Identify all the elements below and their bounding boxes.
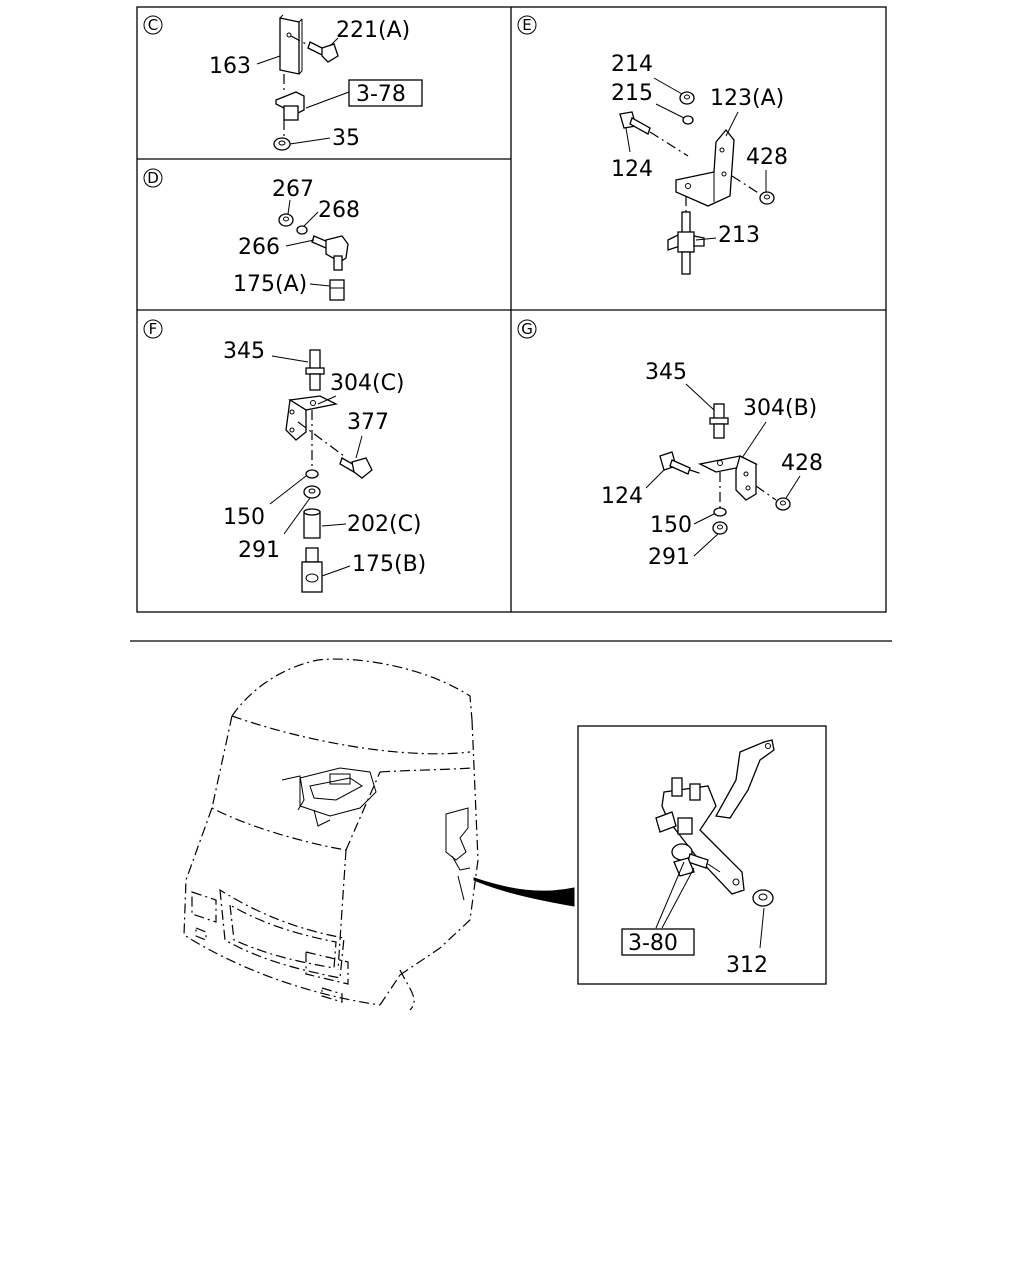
bolt-part-221a [290, 35, 339, 63]
bolt-part-124 [619, 111, 689, 157]
label-291: 291 [238, 538, 280, 563]
clamp-part [275, 74, 305, 136]
label-428: 428 [746, 145, 788, 170]
nut-part-291 [712, 521, 728, 535]
label-150: 150 [223, 505, 265, 530]
svg-text:F: F [149, 320, 158, 338]
washer-part-150 [305, 469, 319, 479]
union-part-175a [329, 279, 345, 301]
label-175b: 175(B) [352, 552, 426, 577]
bolt-part-377 [339, 457, 373, 479]
ref-box-3-80 [621, 928, 695, 956]
svg-text:E: E [522, 16, 531, 34]
panel-c: C 163 2 [143, 14, 423, 151]
label-266: 266 [238, 235, 280, 260]
label-345: 345 [223, 339, 265, 364]
label-163: 163 [209, 54, 251, 79]
bracket-part-304b [698, 455, 777, 508]
label-215: 215 [611, 81, 653, 106]
panel-f-letter: F [143, 319, 163, 339]
detail-pointer-arrow [473, 877, 575, 907]
fitting-part-175b [301, 547, 323, 593]
label-345: 345 [645, 360, 687, 385]
label-175a: 175(A) [233, 272, 307, 297]
detail-inset: 3-80 312 [577, 725, 827, 985]
label-ref-3-78[interactable]: 3-78 [356, 82, 406, 107]
label-377: 377 [347, 410, 389, 435]
label-124: 124 [601, 484, 643, 509]
label-312: 312 [726, 953, 768, 978]
svg-text:D: D [147, 169, 159, 187]
svg-text:G: G [521, 320, 533, 338]
panel-d: D 267 268 266 175(A) [143, 168, 360, 301]
bracket-part-163 [279, 14, 303, 75]
bracket-part-304c [285, 395, 345, 468]
label-202c: 202(C) [347, 512, 422, 537]
tee-fitting-part-266 [311, 235, 349, 271]
panel-e-letter: E [517, 15, 537, 35]
nut-part-428 [759, 191, 775, 205]
label-ref-3-80[interactable]: 3-80 [628, 931, 678, 956]
label-267: 267 [272, 177, 314, 202]
bracket-part-123a [675, 128, 761, 207]
label-213: 213 [718, 223, 760, 248]
panel-e: E [517, 15, 788, 275]
nut-part-291 [303, 485, 321, 499]
washer-part-215 [682, 115, 694, 125]
truck-cab-illustration [183, 658, 479, 1011]
stud-part-345 [709, 403, 729, 439]
label-428: 428 [781, 451, 823, 476]
nut-part-428 [775, 497, 791, 511]
panel-c-letter: C [143, 15, 163, 35]
panel-g: G 345 [517, 319, 823, 570]
svg-text:C: C [148, 16, 158, 34]
stud-part-345 [305, 349, 325, 391]
nut-part-35 [273, 137, 291, 151]
panel-grid [136, 6, 887, 613]
label-124: 124 [611, 157, 653, 182]
label-123a: 123(A) [710, 86, 784, 111]
bolt-part-124 [659, 451, 703, 475]
tee-fitting-part-213 [667, 196, 705, 275]
label-304b: 304(B) [743, 396, 817, 421]
label-304c: 304(C) [330, 371, 405, 396]
label-221a: 221(A) [336, 18, 410, 43]
washer-part-150 [713, 507, 727, 517]
label-150: 150 [650, 513, 692, 538]
panel-g-letter: G [517, 319, 537, 339]
label-214: 214 [611, 52, 653, 77]
sleeve-part-202c [303, 508, 321, 539]
label-268: 268 [318, 198, 360, 223]
nut-part-214 [679, 91, 695, 105]
panel-d-letter: D [143, 168, 163, 188]
label-35: 35 [332, 126, 360, 151]
panel-f: F [143, 319, 426, 593]
nut-part-267 [278, 213, 294, 227]
ref-box-3-78 [348, 79, 423, 107]
washer-part-268 [296, 225, 308, 235]
label-291: 291 [648, 545, 690, 570]
